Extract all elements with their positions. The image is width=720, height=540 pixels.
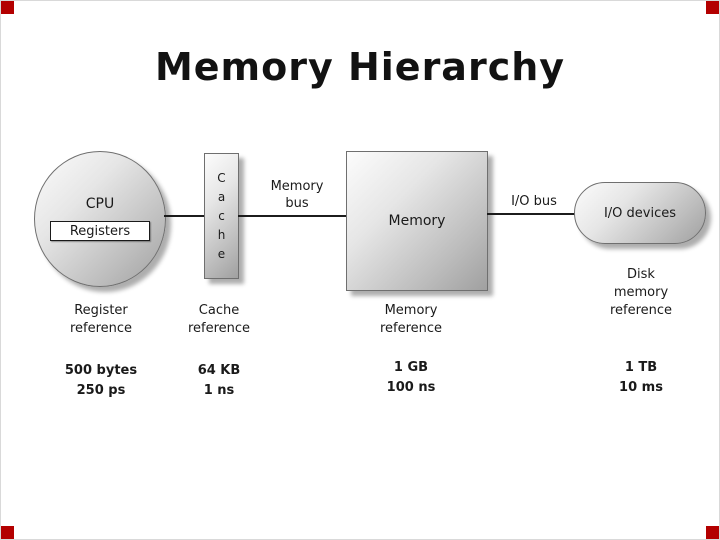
memory-label: Memory bbox=[388, 213, 446, 229]
registers-box: Registers bbox=[50, 221, 150, 241]
bus-cpu-to-cache bbox=[164, 215, 205, 217]
io-stats: 1 TB 10 ms bbox=[591, 358, 691, 398]
memory-bus-label-line2: bus bbox=[285, 196, 309, 211]
cache-reference-line2: reference bbox=[187, 321, 251, 336]
bus-cache-to-memory bbox=[238, 215, 347, 217]
cpu-label: CPU bbox=[85, 196, 115, 212]
registers-label: Registers bbox=[69, 223, 131, 239]
memory-capacity: 1 GB bbox=[393, 360, 429, 375]
cache-letter: C bbox=[217, 170, 226, 185]
corner-marker-bottom-right bbox=[706, 526, 719, 539]
memory-node: Memory bbox=[346, 151, 488, 291]
disk-reference-line3: reference bbox=[609, 303, 673, 318]
cache-capacity: 64 KB bbox=[197, 363, 241, 378]
cache-letter: c bbox=[218, 208, 225, 223]
cpu-capacity: 500 bytes bbox=[64, 363, 138, 378]
io-devices-node: I/O devices bbox=[574, 182, 706, 244]
bus-memory-to-io bbox=[487, 213, 575, 215]
memory-stats: 1 GB 100 ns bbox=[361, 358, 461, 398]
memory-bus-label-line1: Memory bbox=[270, 179, 324, 194]
io-latency: 10 ms bbox=[619, 380, 663, 395]
register-reference-line2: reference bbox=[69, 321, 133, 336]
memory-latency: 100 ns bbox=[386, 380, 436, 395]
cache-reference-line1: Cache bbox=[198, 303, 240, 318]
register-reference-label: Register reference bbox=[51, 302, 151, 338]
io-bus-label: I/O bus bbox=[511, 194, 557, 209]
memory-reference-line2: reference bbox=[379, 321, 443, 336]
cache-letter: h bbox=[217, 227, 226, 242]
memory-bus-label: Memory bus bbox=[262, 178, 332, 212]
corner-marker-top-left bbox=[1, 1, 14, 14]
cache-stats: 64 KB 1 ns bbox=[169, 361, 269, 401]
slide-title: Memory Hierarchy bbox=[154, 45, 566, 89]
memory-reference-line1: Memory bbox=[384, 303, 438, 318]
cache-latency: 1 ns bbox=[203, 383, 235, 398]
io-capacity: 1 TB bbox=[624, 360, 658, 375]
memory-reference-label: Memory reference bbox=[361, 302, 461, 338]
cache-letter: e bbox=[217, 246, 226, 261]
register-reference-line1: Register bbox=[74, 303, 128, 318]
cpu-latency: 250 ps bbox=[76, 383, 126, 398]
cache-node: C a c h e bbox=[204, 153, 239, 279]
cache-reference-label: Cache reference bbox=[169, 302, 269, 338]
disk-reference-line1: Disk bbox=[627, 267, 655, 282]
cache-letter: a bbox=[217, 189, 226, 204]
disk-memory-reference-label: Disk memory reference bbox=[591, 266, 691, 320]
corner-marker-top-right bbox=[706, 1, 719, 14]
io-devices-label: I/O devices bbox=[603, 205, 677, 221]
disk-reference-line2: memory bbox=[613, 285, 669, 300]
corner-marker-bottom-left bbox=[1, 526, 14, 539]
cpu-stats: 500 bytes 250 ps bbox=[51, 361, 151, 401]
cpu-node: CPU Registers bbox=[34, 151, 166, 287]
